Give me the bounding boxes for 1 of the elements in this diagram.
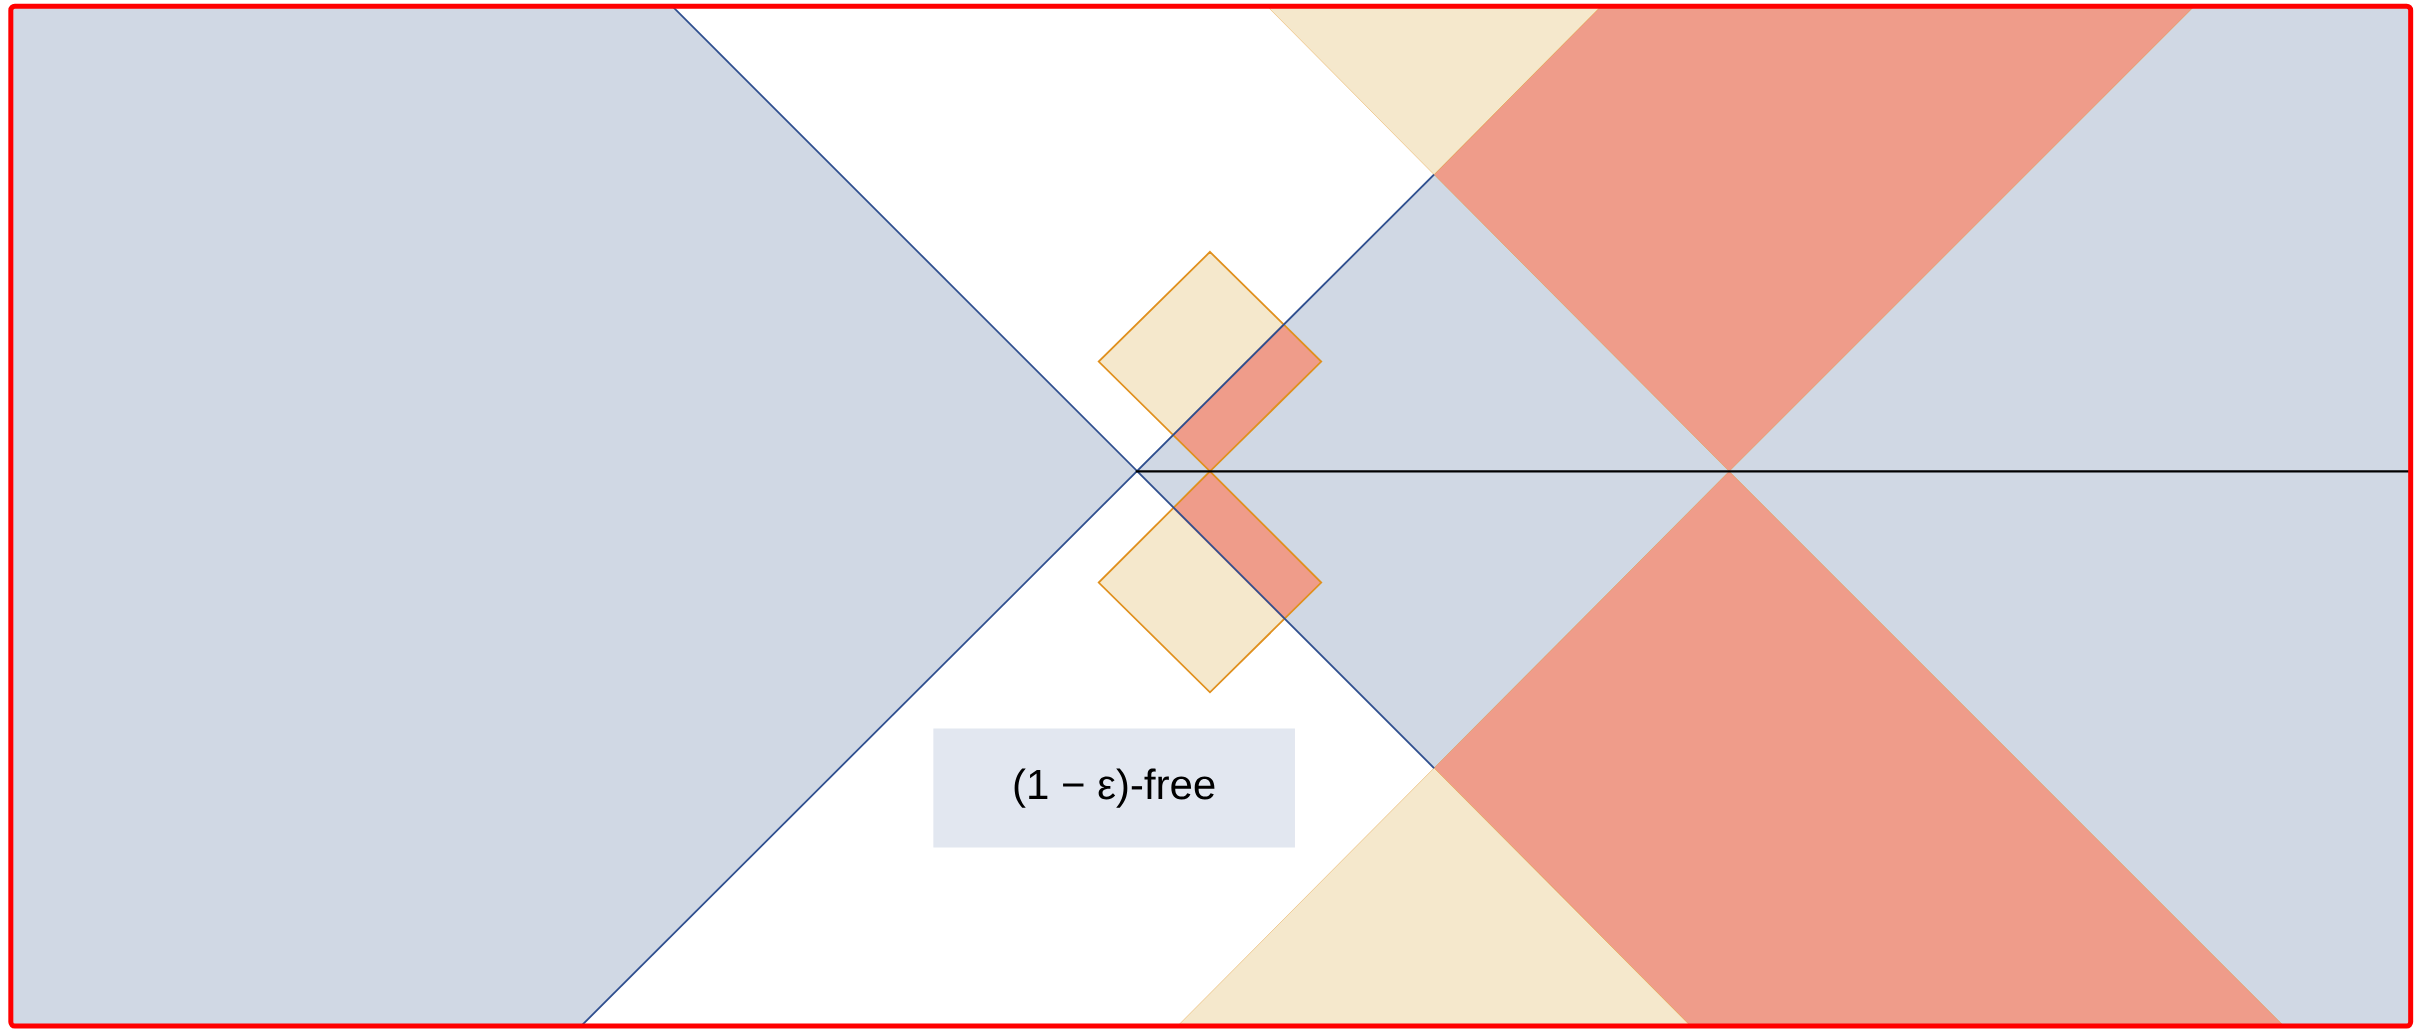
label-box: (1 − ε)-free — [933, 728, 1295, 848]
